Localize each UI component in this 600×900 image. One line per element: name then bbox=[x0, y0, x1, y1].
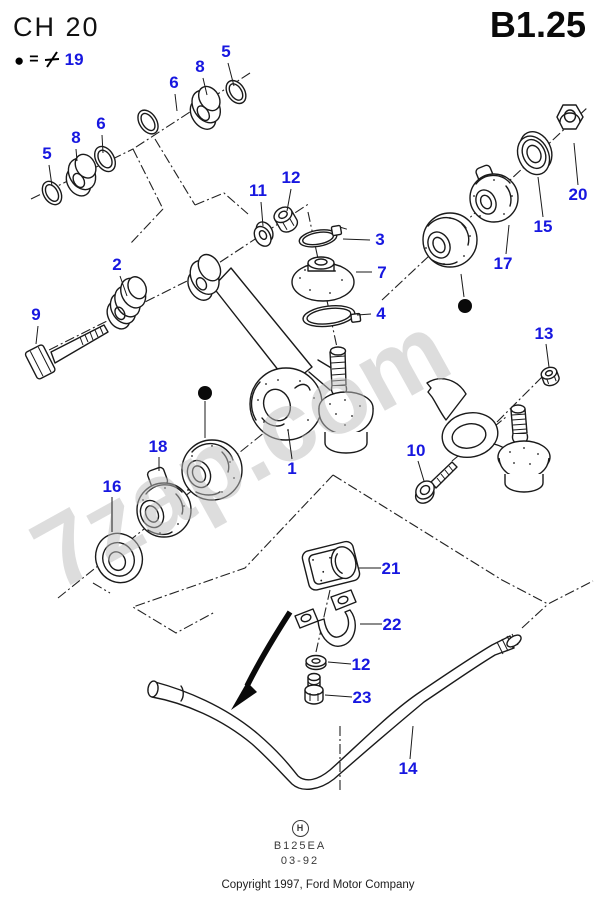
legend-equals: = bbox=[29, 51, 39, 68]
part-6-washer-top bbox=[137, 109, 159, 135]
part-15-washer bbox=[516, 131, 553, 176]
part-label-21: 21 bbox=[382, 559, 401, 578]
copyright-line: Copyright 1997, Ford Motor Company bbox=[221, 879, 415, 891]
part-23-bolt bbox=[304, 672, 324, 705]
part-label-20: 20 bbox=[569, 185, 588, 204]
part-6-washer-left bbox=[93, 145, 117, 173]
page-code: B1.25 bbox=[489, 4, 586, 45]
part-label-8: 8 bbox=[71, 128, 80, 147]
part-5-oring-top bbox=[225, 79, 247, 105]
part-3-clamp bbox=[298, 224, 348, 248]
leader-line-12 bbox=[286, 188, 292, 212]
part-label-12: 12 bbox=[282, 168, 301, 187]
leader-line-10 bbox=[417, 460, 425, 482]
part-label-22: 22 bbox=[383, 615, 402, 634]
part-label-14: 14 bbox=[399, 759, 418, 778]
arm-rear-bushing bbox=[187, 253, 222, 301]
legend: ● = 19 bbox=[14, 50, 84, 70]
knuckle-assembly bbox=[414, 366, 560, 504]
legend-part-number: 19 bbox=[64, 50, 84, 69]
leader-line-4 bbox=[356, 313, 372, 316]
direction-arrow bbox=[231, 610, 293, 710]
part-18-bushing bbox=[136, 466, 192, 538]
leader-line-9 bbox=[35, 325, 39, 345]
leader-line-15 bbox=[537, 176, 544, 218]
part-20-nut bbox=[556, 104, 584, 130]
part-label-9: 9 bbox=[31, 305, 40, 324]
catalog-section-code: CH 20 bbox=[13, 12, 100, 42]
leader-line-5 bbox=[227, 62, 235, 87]
part-21-stab-bushing bbox=[301, 540, 361, 591]
leader-line-20 bbox=[573, 142, 579, 186]
assembly-dot-marker-2 bbox=[458, 299, 472, 313]
part-label-6: 6 bbox=[169, 73, 178, 92]
assembly-dot-marker-1 bbox=[198, 386, 212, 400]
lower-ball-joint bbox=[497, 404, 551, 493]
part-label-10: 10 bbox=[407, 441, 426, 460]
leader-line-2 bbox=[119, 275, 128, 297]
leader-line-6 bbox=[174, 93, 178, 112]
part-17-bushing bbox=[469, 164, 519, 223]
leader-line-3 bbox=[342, 238, 371, 241]
arm-mounted-bushing bbox=[181, 439, 243, 501]
part-label-3: 3 bbox=[375, 230, 384, 249]
part-5-oring-left bbox=[41, 180, 63, 206]
leader-line-11 bbox=[260, 201, 264, 227]
part-label-11: 11 bbox=[249, 181, 267, 200]
part-4-clamp bbox=[302, 305, 362, 328]
part-label-4: 4 bbox=[376, 304, 386, 323]
drawing-revision: 03-92 bbox=[280, 854, 320, 867]
part-10-bolt bbox=[414, 461, 458, 504]
part-11-washer bbox=[253, 221, 274, 247]
part-label-6: 6 bbox=[96, 114, 105, 133]
part-12-nut-upper bbox=[273, 206, 299, 233]
part-label-16: 16 bbox=[103, 477, 122, 496]
part-label-13: 13 bbox=[535, 324, 554, 343]
part-12-washer-lower bbox=[305, 654, 327, 671]
leader-line-8 bbox=[75, 148, 78, 162]
part-label-12: 12 bbox=[352, 655, 371, 674]
legend-dot-icon: ● bbox=[14, 50, 25, 70]
right-mounted-bushing bbox=[422, 212, 478, 268]
circled-h-symbol: H bbox=[291, 819, 309, 837]
leader-line-12 bbox=[327, 661, 352, 665]
part-7-boot bbox=[291, 256, 355, 302]
part-8-bushing-left bbox=[65, 153, 97, 197]
part-label-1: 1 bbox=[287, 459, 296, 478]
part-16-washer bbox=[94, 532, 144, 584]
leader-line-23 bbox=[324, 694, 353, 698]
part-22-bracket bbox=[294, 589, 357, 647]
not-equal-icon bbox=[44, 51, 59, 68]
part-label-8: 8 bbox=[195, 57, 204, 76]
part-label-2: 2 bbox=[112, 255, 121, 274]
part-2-bushing bbox=[106, 276, 148, 330]
assembly-dot-leader-2 bbox=[460, 273, 465, 298]
part-label-5: 5 bbox=[42, 144, 51, 163]
part-1-control-arm bbox=[181, 253, 374, 501]
part-label-18: 18 bbox=[149, 437, 168, 456]
part-label-7: 7 bbox=[377, 263, 386, 282]
part-14-stabilizer-bar bbox=[147, 633, 522, 790]
leader-line-1 bbox=[287, 429, 293, 460]
leader-line-8 bbox=[202, 77, 208, 96]
leader-line-13 bbox=[545, 343, 550, 368]
leader-line-17 bbox=[505, 224, 510, 255]
part-9-bolt bbox=[24, 324, 109, 380]
part-label-23: 23 bbox=[353, 688, 372, 707]
part-13-nut bbox=[540, 366, 560, 387]
arm-ball-joint bbox=[318, 346, 374, 454]
drawing-number: B125EA bbox=[273, 839, 327, 852]
part-label-15: 15 bbox=[534, 217, 553, 236]
part-label-5: 5 bbox=[221, 42, 230, 61]
leader-line-5 bbox=[48, 164, 53, 187]
leader-line-14 bbox=[409, 725, 414, 760]
part-8-bushing-top bbox=[189, 85, 222, 130]
part-label-17: 17 bbox=[494, 254, 513, 273]
leader-line-6 bbox=[101, 134, 104, 154]
drawing-info-block: H B125EA 03-92 bbox=[180, 818, 420, 867]
